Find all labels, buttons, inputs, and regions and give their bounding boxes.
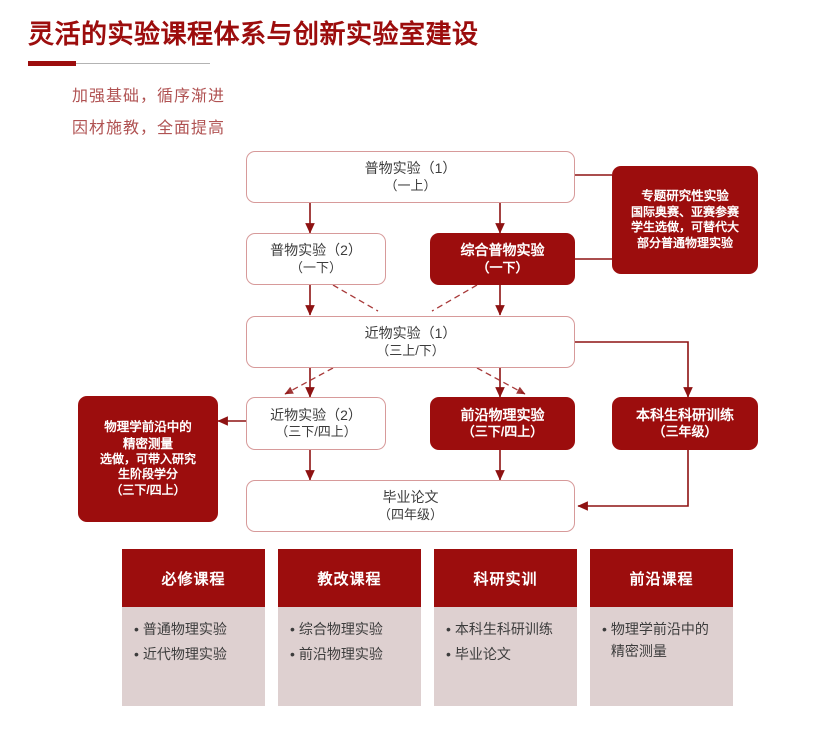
bullet-icon: • [134,621,139,637]
flow-node-puwu2[interactable]: 普物实验（2） （一下） [246,233,386,285]
flow-node-biye-line1: 毕业论文 [382,489,439,506]
title-underline-rule [76,63,210,64]
flow-node-zonghe-line2: （一下） [476,259,529,275]
flow-node-jingmi[interactable]: 物理学前沿中的 精密测量 选做，可带入研究 生阶段学分 （三下/四上） [78,396,218,522]
flow-node-qianyan-line2: （三下/四上） [461,424,544,440]
flow-node-qianyan[interactable]: 前沿物理实验 （三下/四上） [430,397,575,450]
list-item: • 近代物理实验 [134,644,255,666]
flow-node-jingmi-line1: 物理学前沿中的 精密测量 [104,420,192,451]
flow-node-qianyan-line1: 前沿物理实验 [460,406,545,423]
bullet-icon: • [134,645,139,662]
subtitle-line-1: 加强基础，循序渐进 [72,88,226,105]
bullet-icon: • [290,645,295,662]
list-item: • 物理学前沿中的 精密测量 [602,619,723,662]
category-column-qianyan[interactable]: 前沿课程 • 物理学前沿中的 精密测量 [590,549,733,706]
list-item-label: 本科生科研训练 [454,621,553,637]
flow-node-zonghe-line1: 综合普物实验 [460,242,545,259]
page-title: 灵活的实验课程体系与创新实验室建设 [28,19,479,49]
category-column-keyan[interactable]: 科研实训 • 本科生科研训练 • 毕业论文 [434,549,577,706]
flow-node-biye-line2: （四年级） [377,506,443,522]
category-body-bixiu: • 普通物理实验 • 近代物理实验 [122,607,265,706]
bullet-icon: • [602,621,607,637]
flow-node-jinwu1-line2: （三上/下） [376,342,445,358]
list-item: • 普通物理实验 [134,619,255,641]
flow-node-benke[interactable]: 本科生科研训练 （三年级） [612,397,758,450]
flow-node-jinwu2-line1: 近物实验（2） [270,406,362,423]
flow-node-biye[interactable]: 毕业论文 （四年级） [246,480,575,532]
list-item-label: 前沿物理实验 [298,645,383,662]
list-item-label: 毕业论文 [454,645,511,662]
flow-node-benke-line2: （三年级） [652,424,718,440]
flow-node-puwu1-line1: 普物实验（1） [364,160,457,177]
flow-node-jinwu2-line2: （三下/四上） [275,424,357,440]
list-item-label: 近代物理实验 [142,645,227,662]
list-item: • 综合物理实验 [290,619,411,641]
category-title-jiaogai: 教改课程 [278,549,421,607]
flow-node-zhuanti[interactable]: 专题研究性实验 国际奥赛、亚赛参赛 学生选做，可替代大 部分普通物理实验 [612,166,758,274]
category-body-keyan: • 本科生科研训练 • 毕业论文 [434,607,577,706]
list-item: • 本科生科研训练 [446,619,567,641]
list-item-label: 物理学前沿中的 精密测量 [610,621,709,659]
flow-node-zhuanti-line1: 专题研究性实验 [641,189,729,204]
category-body-jiaogai: • 综合物理实验 • 前沿物理实验 [278,607,421,706]
list-item-label: 普通物理实验 [142,621,227,637]
flow-node-jinwu1[interactable]: 近物实验（1） （三上/下） [246,316,575,368]
flow-node-puwu1[interactable]: 普物实验（1） （一上） [246,151,575,203]
flow-node-zonghe[interactable]: 综合普物实验 （一下） [430,233,575,285]
category-column-bixiu[interactable]: 必修课程 • 普通物理实验 • 近代物理实验 [122,549,265,706]
flow-node-zhuanti-line2: 国际奥赛、亚赛参赛 学生选做，可替代大 部分普通物理实验 [630,204,739,250]
category-title-keyan: 科研实训 [434,549,577,607]
category-column-jiaogai[interactable]: 教改课程 • 综合物理实验 • 前沿物理实验 [278,549,421,706]
flow-node-puwu2-line2: （一下） [289,259,342,275]
flow-node-jinwu2[interactable]: 近物实验（2） （三下/四上） [246,397,386,450]
bullet-icon: • [446,621,451,637]
flow-node-puwu2-line1: 普物实验（2） [270,242,362,259]
category-title-bixiu: 必修课程 [122,549,265,607]
list-item: • 毕业论文 [446,644,567,666]
category-body-qianyan: • 物理学前沿中的 精密测量 [590,607,733,706]
flow-node-jingmi-line2: 选做，可带入研究 生阶段学分 （三下/四上） [99,451,196,498]
bullet-icon: • [446,645,451,662]
list-item-label: 综合物理实验 [298,621,383,637]
flow-node-benke-line1: 本科生科研训练 [636,406,734,423]
category-title-qianyan: 前沿课程 [590,549,733,607]
title-underline-accent [28,61,76,66]
bullet-icon: • [290,621,295,637]
flow-node-puwu1-line2: （一上） [384,177,437,193]
subtitle-line-2: 因材施教，全面提高 [72,120,226,137]
list-item: • 前沿物理实验 [290,644,411,666]
flow-node-jinwu1-line1: 近物实验（1） [364,325,457,342]
